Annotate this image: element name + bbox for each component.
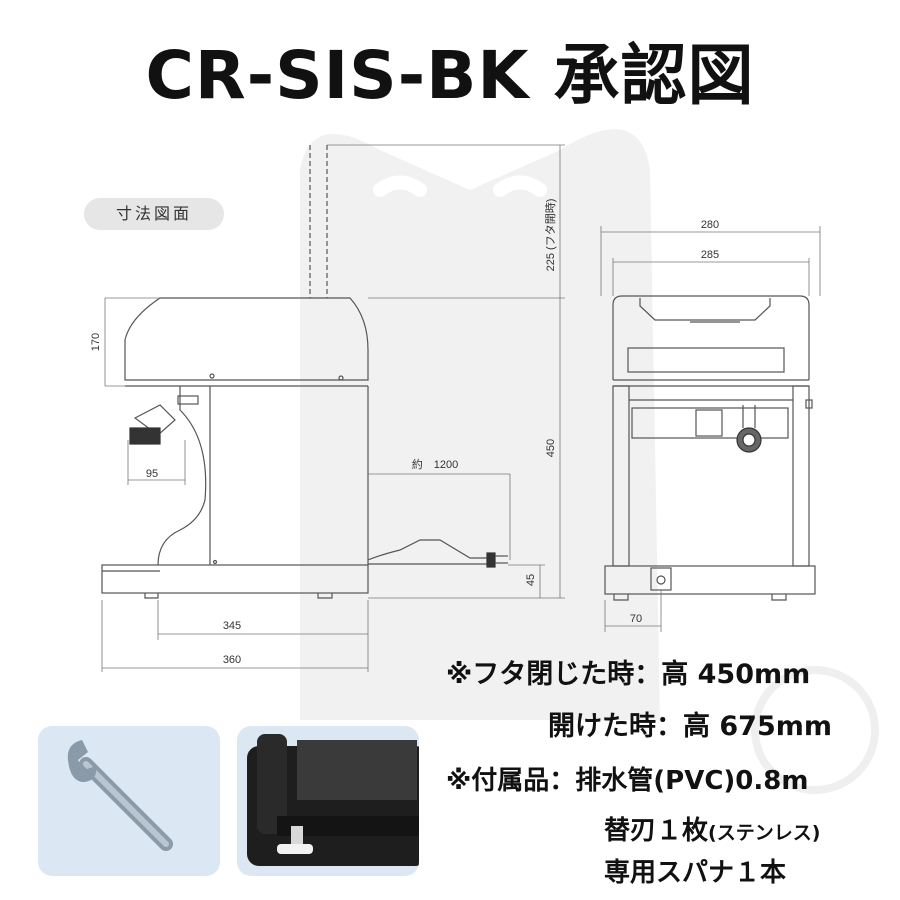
spec-blade-note: (ステンレス) <box>708 822 821 844</box>
dim-450: 450 <box>545 439 557 457</box>
dim-225: 225 (フタ開時) <box>544 199 557 272</box>
drain-hose-photo <box>237 726 419 876</box>
side-dimension-lines <box>101 144 565 672</box>
spec-blade-main: 替刃１枚 <box>604 816 709 846</box>
wrench-icon <box>67 740 173 851</box>
page-title: CR-SIS-BK 承認図 <box>145 37 755 114</box>
spec-open-height: 開けた時：高 675mm <box>548 711 833 742</box>
spec-accessories: ※付属品：排水管(PVC)0.8m <box>446 766 809 796</box>
dim-170: 170 <box>90 333 102 351</box>
side-view <box>101 145 508 599</box>
machine-base-icon <box>247 734 419 866</box>
spec-blade: 替刃１枚(ステンレス) <box>604 810 820 847</box>
dim-280: 280 <box>701 219 719 231</box>
section-label: 寸法図面 <box>84 198 224 230</box>
dim-360: 360 <box>223 654 241 666</box>
dim-70: 70 <box>630 613 642 625</box>
front-dimension-lines <box>600 226 821 632</box>
dim-285: 285 <box>701 249 719 261</box>
spec-closed-height: ※フタ閉じた時：高 450mm <box>446 659 811 690</box>
front-view <box>604 295 816 601</box>
wrench-photo <box>38 726 220 876</box>
stamp-watermark <box>751 666 879 794</box>
dim-95: 95 <box>146 468 158 480</box>
spec-wrench: 専用スパナ１本 <box>604 858 787 888</box>
dim-cord-length: 約 1200 <box>412 457 458 471</box>
dim-345: 345 <box>223 620 241 632</box>
dim-45: 45 <box>525 574 537 586</box>
